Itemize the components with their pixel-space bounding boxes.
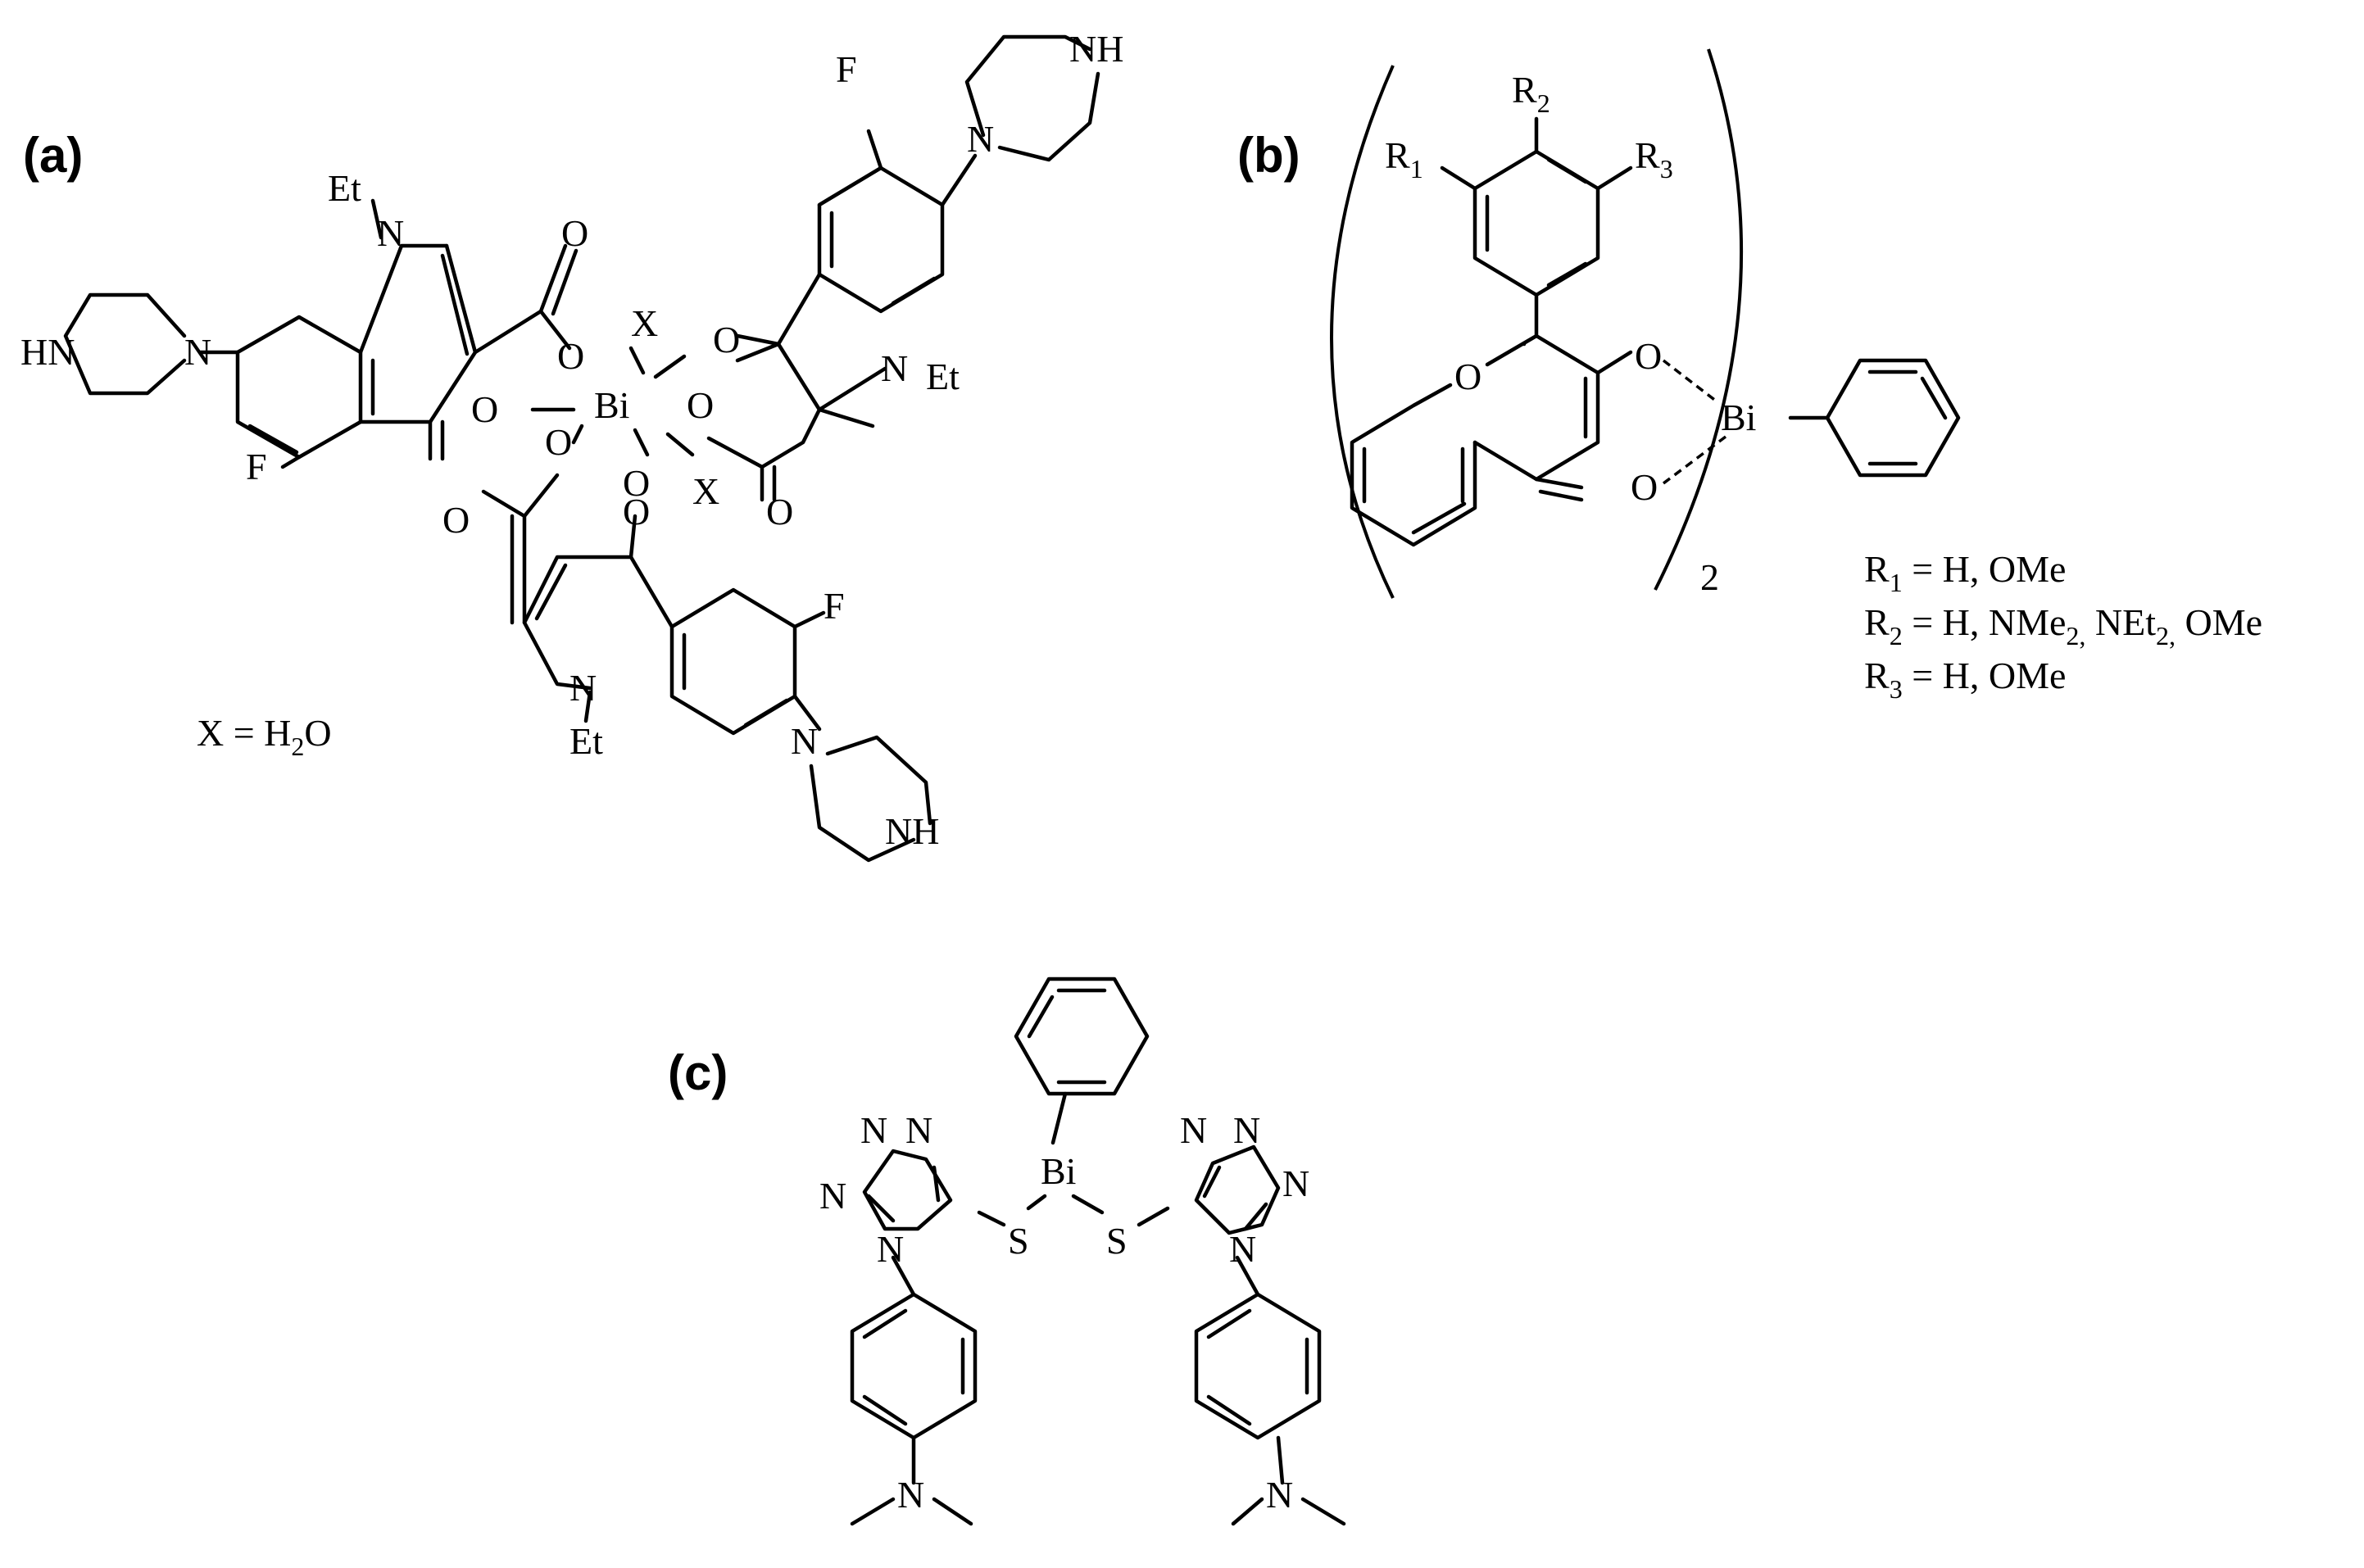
svg-text:Bi: Bi [594, 384, 629, 426]
r3-definition: R3 = H, OMe [1864, 655, 2066, 704]
svg-text:N: N [905, 1109, 932, 1151]
svg-text:O: O [766, 491, 793, 532]
svg-text:R3: R3 [1635, 134, 1673, 184]
svg-text:NH: NH [885, 810, 939, 852]
svg-text:Bi: Bi [1721, 397, 1756, 438]
panel-a: (a) [20, 28, 1123, 863]
panel-c-label: (c) [668, 1045, 728, 1100]
svg-text:O: O [623, 491, 650, 532]
panel-b-definitions: R1 = H, OMe R2 = H, NMe2, NEt2, OMe R3 =… [1864, 548, 2262, 704]
svg-text:O: O [1454, 356, 1481, 397]
svg-text:O: O [1631, 466, 1658, 508]
svg-text:N: N [791, 720, 818, 762]
svg-text:N: N [1229, 1228, 1256, 1270]
svg-text:N: N [1282, 1162, 1309, 1204]
complex-multiplier: 2 [1700, 556, 1719, 598]
panel-c-bonds [850, 977, 1346, 1526]
svg-text:N: N [881, 347, 908, 389]
panel-b-label: (b) [1237, 128, 1300, 183]
svg-text:X = H2O: X = H2O [197, 712, 332, 761]
svg-text:O: O [1635, 335, 1662, 377]
r1-definition: R1 = H, OMe [1864, 548, 2066, 597]
svg-text:N: N [897, 1474, 924, 1516]
left-parenthesis [1330, 65, 1395, 599]
svg-text:O: O [561, 212, 588, 254]
svg-text:NH: NH [1069, 28, 1123, 70]
right-parenthesis [1654, 48, 1744, 591]
panel-b: (b) [1237, 48, 2262, 704]
svg-text:X: X [692, 470, 719, 512]
svg-text:F: F [836, 48, 857, 90]
svg-text:N: N [184, 331, 211, 373]
svg-text:S: S [1106, 1220, 1128, 1262]
svg-text:N: N [860, 1109, 887, 1151]
svg-text:N: N [877, 1228, 904, 1270]
panel-a-legend: X = H2O [197, 712, 332, 761]
panel-c: (c) [668, 977, 1346, 1526]
svg-text:O: O [442, 499, 470, 541]
svg-text:O: O [545, 421, 572, 463]
panel-a-atom-labels: Et N O O O HN N F X Bi O O O X F N NH O … [20, 28, 1123, 852]
panel-a-bonds [63, 34, 1100, 863]
svg-text:N: N [967, 118, 994, 160]
svg-text:S: S [1008, 1220, 1029, 1262]
svg-text:F: F [824, 585, 845, 627]
panel-c-atom-labels: Bi S S N N N N N N N N N N [819, 1109, 1309, 1516]
svg-text:F: F [246, 446, 267, 487]
svg-text:Bi: Bi [1041, 1150, 1076, 1192]
svg-text:R2: R2 [1512, 69, 1550, 118]
svg-text:O: O [557, 335, 584, 377]
svg-text:R1: R1 [1385, 134, 1423, 184]
svg-text:Et: Et [569, 720, 603, 762]
svg-text:N: N [1266, 1474, 1293, 1516]
svg-text:O: O [713, 319, 740, 360]
svg-text:Et: Et [926, 356, 960, 397]
svg-text:N: N [569, 667, 597, 709]
panel-b-bonds [1350, 116, 1961, 547]
svg-text:O: O [623, 462, 650, 504]
svg-text:N: N [1233, 1109, 1260, 1151]
r2-definition: R2 = H, NMe2, NEt2, OMe [1864, 601, 2262, 650]
svg-text:O: O [687, 384, 714, 426]
svg-text:Et: Et [328, 167, 361, 209]
svg-text:HN: HN [20, 331, 75, 373]
svg-text:N: N [1180, 1109, 1207, 1151]
panel-b-atom-labels: R2 R1 R3 O O Bi O [1385, 69, 1756, 508]
svg-text:O: O [471, 388, 498, 430]
svg-text:N: N [377, 212, 404, 254]
panel-a-label: (a) [23, 128, 83, 183]
svg-text:X: X [631, 302, 658, 344]
svg-text:N: N [819, 1175, 846, 1217]
